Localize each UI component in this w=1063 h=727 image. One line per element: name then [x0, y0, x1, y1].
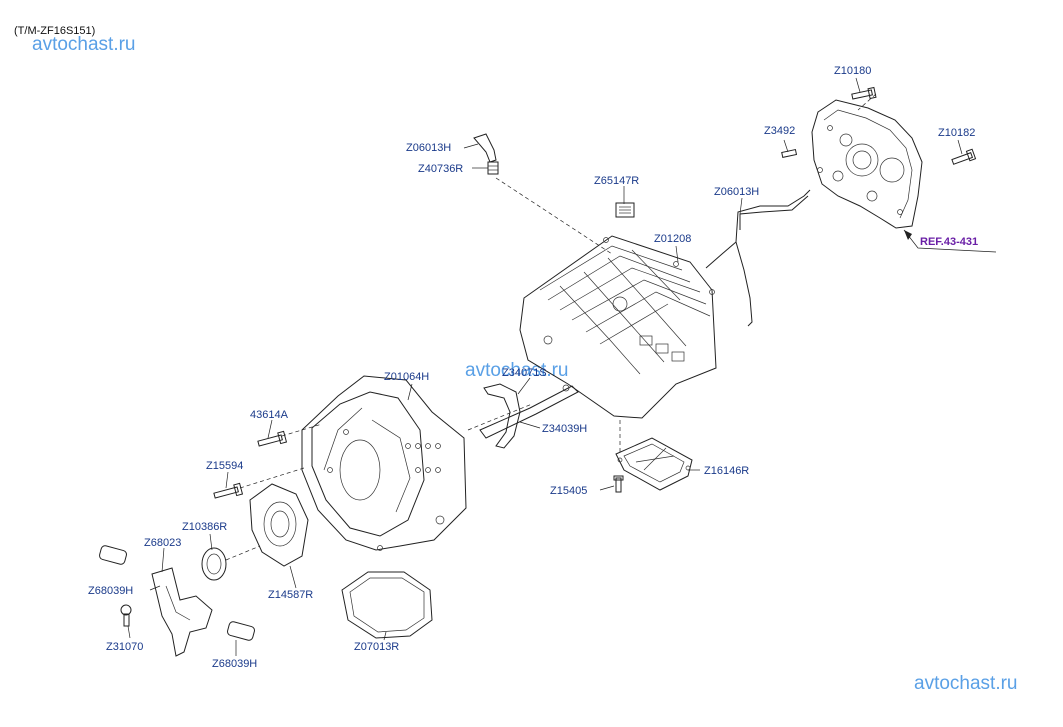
release-fork-z68023-drawing — [151, 567, 213, 657]
clutch-housing-drawing — [301, 375, 467, 551]
part-label-z40736r[interactable]: Z40736R — [418, 163, 463, 175]
bolt-z10180-drawing — [851, 86, 877, 100]
pin-z3492-drawing — [781, 148, 798, 158]
part-label-z65147r[interactable]: Z65147R — [594, 175, 639, 187]
rear-cover-drawing — [811, 99, 923, 229]
part-label-z34039h[interactable]: Z34039H — [542, 423, 587, 435]
cover-plate-z16146r-drawing — [615, 437, 693, 491]
part-label-z68039h-upper[interactable]: Z68039H — [88, 585, 133, 597]
part-label-43614a[interactable]: 43614A — [250, 409, 289, 421]
part-label-z14587r[interactable]: Z14587R — [268, 589, 313, 601]
leader-lines — [127, 77, 963, 656]
plate-z65147r-drawing — [615, 202, 635, 218]
part-label-z34071s[interactable]: Z34071S — [502, 367, 547, 379]
part-label-z10182[interactable]: Z10182 — [938, 127, 975, 139]
watermark-center: avtochast.ru — [465, 360, 569, 381]
pin-z68039h-lower-drawing — [227, 621, 255, 641]
part-label-z15594[interactable]: Z15594 — [206, 460, 243, 472]
assembly-line-breather — [495, 177, 613, 255]
bolt-z31070-drawing — [120, 604, 132, 627]
gasket-z07013r-drawing — [341, 571, 433, 639]
shift-fork-drawing — [479, 383, 579, 449]
assembly-line-fork — [467, 403, 533, 431]
model-code: (T/M-ZF16S151) — [14, 25, 95, 37]
part-label-z68023[interactable]: Z68023 — [144, 537, 181, 549]
part-label-z3492[interactable]: Z3492 — [764, 125, 795, 137]
part-label-z06013h-pipe[interactable]: Z06013H — [714, 186, 759, 198]
seal-z10386r-drawing — [201, 547, 227, 581]
pin-z68039h-upper-drawing — [99, 545, 127, 565]
pipe-z06013h-drawing — [705, 189, 811, 327]
part-label-z01064h[interactable]: Z01064H — [384, 371, 429, 383]
bolt-43614a-drawing — [257, 430, 288, 447]
part-label-z07013r[interactable]: Z07013R — [354, 641, 399, 653]
part-label-z68039h-lower[interactable]: Z68039H — [212, 658, 257, 670]
reference-arrowhead — [904, 230, 912, 240]
part-label-z16146r[interactable]: Z16146R — [704, 465, 749, 477]
part-label-z15405[interactable]: Z15405 — [550, 485, 587, 497]
assembly-line-seal — [225, 545, 261, 561]
watermark-top: avtochast.ru — [32, 34, 136, 55]
bolt-z15405-drawing — [613, 475, 624, 493]
main-housing-drawing — [519, 235, 717, 419]
reference-label[interactable]: REF.43-431 — [920, 236, 978, 248]
part-label-z10386r[interactable]: Z10386R — [182, 521, 227, 533]
part-label-z01208[interactable]: Z01208 — [654, 233, 691, 245]
watermark-bottom: avtochast.ru — [914, 673, 1018, 694]
bearing-cover-z14587r-drawing — [249, 483, 309, 567]
part-label-z06013h-breather[interactable]: Z06013H — [406, 142, 451, 154]
bolt-z10182-drawing — [951, 148, 977, 165]
part-label-z31070[interactable]: Z31070 — [106, 641, 143, 653]
bolt-z15594-drawing — [213, 482, 244, 499]
assembly-line-bolt2 — [239, 467, 305, 489]
part-label-z10180[interactable]: Z10180 — [834, 65, 871, 77]
